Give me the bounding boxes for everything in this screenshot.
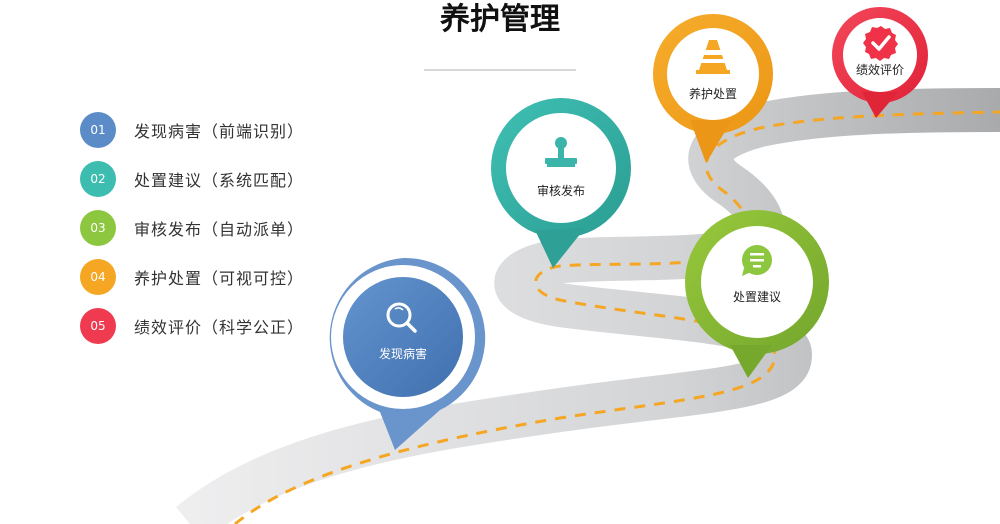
legend-label: 养护处置（可视可控） [134, 269, 305, 288]
legend-number-badge: 01 [80, 112, 116, 148]
legend-label: 绩效评价（科学公正） [134, 318, 305, 337]
page-title: 养护管理 [440, 2, 560, 37]
legend-label: 审核发布（自动派单） [134, 220, 305, 239]
pin-handling-suggestion [685, 210, 829, 378]
legend-item-03: 03 审核发布（自动派单） [80, 210, 304, 246]
road-center-dashes [234, 110, 1000, 524]
legend-label: 处置建议（系统匹配） [134, 171, 305, 190]
pin-performance-evaluation [832, 7, 928, 118]
road-surface [176, 88, 1000, 524]
legend-number-badge: 02 [80, 161, 116, 197]
legend-item-02: 02 处置建议（系统匹配） [80, 161, 304, 197]
traffic-cone-icon [696, 40, 730, 74]
pin-label-discover-defect: 发现病害 [378, 347, 428, 361]
chat-bubble-icon [742, 245, 772, 276]
pin-maintenance-handle [653, 14, 773, 163]
title-underline [424, 69, 576, 71]
pin-label-performance-evaluation: 绩效评价 [855, 63, 905, 77]
legend-number-badge: 05 [80, 308, 116, 344]
pin-label-handling-suggestion: 处置建议 [732, 290, 782, 304]
pin-discover-defect [329, 257, 486, 450]
pin-label-review-publish: 审核发布 [536, 184, 586, 198]
magnifier-icon [386, 302, 417, 333]
legend-number-badge: 04 [80, 259, 116, 295]
pin-label-maintenance-handle: 养护处置 [688, 87, 738, 101]
legend-label: 发现病害（前端识别） [134, 122, 305, 141]
legend-item-01: 01 发现病害（前端识别） [80, 112, 304, 148]
road [176, 88, 1000, 524]
legend-number-badge: 03 [80, 210, 116, 246]
stamp-icon [545, 137, 577, 167]
verified-badge-icon [863, 26, 898, 61]
legend-item-05: 05 绩效评价（科学公正） [80, 308, 304, 344]
legend-item-04: 04 养护处置（可视可控） [80, 259, 304, 295]
pin-review-publish [491, 98, 631, 268]
